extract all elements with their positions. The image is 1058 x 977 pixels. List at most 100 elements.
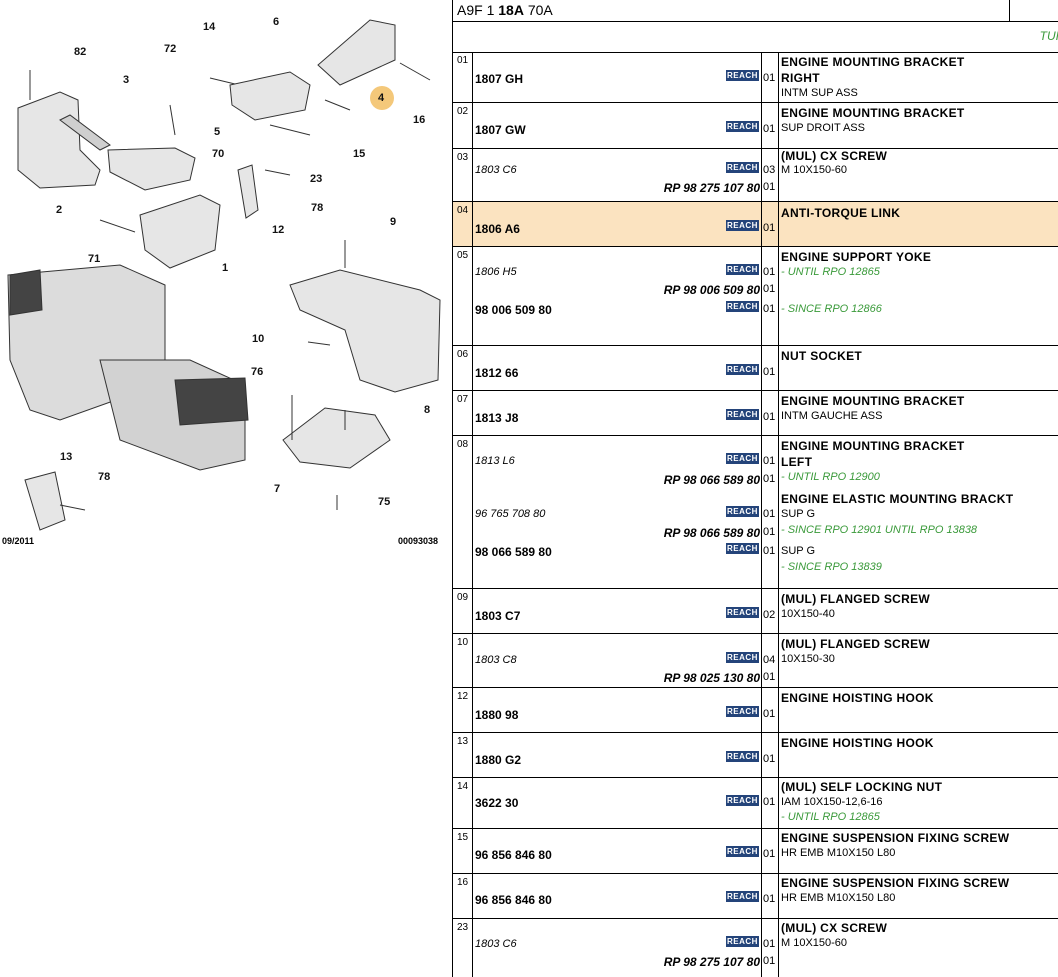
quantity: 04 xyxy=(763,654,776,666)
quantity: 01 xyxy=(763,303,776,315)
callout-78[interactable]: 78 xyxy=(311,202,324,214)
part-description: (MUL) FLANGED SCREW xyxy=(781,637,931,651)
validity-note: - UNTIL RPO 12865 xyxy=(781,811,880,823)
subheader-right-text: TUI xyxy=(1039,29,1058,43)
part-description: (MUL) CX SCREW xyxy=(781,921,888,935)
quantity: 01 xyxy=(763,366,776,378)
part-subdescription: SUP G xyxy=(781,545,816,557)
part-number[interactable]: 3622 30 xyxy=(475,796,519,810)
quantity: 01 xyxy=(763,708,776,720)
quantity: 01 xyxy=(763,283,776,295)
callout-70[interactable]: 70 xyxy=(212,148,225,160)
quantity: 01 xyxy=(763,473,776,485)
table-row[interactable]: 01 1807 GH REACH 01 ENGINE MOUNTING BRAC… xyxy=(452,52,1058,103)
callout-75[interactable]: 75 xyxy=(378,496,391,508)
callout-7[interactable]: 7 xyxy=(274,483,281,495)
callout-1[interactable]: 1 xyxy=(222,262,229,274)
table-row[interactable]: 09 1803 C7 REACH 02 (MUL) FLANGED SCREW … xyxy=(452,589,1058,634)
table-row[interactable]: 14 3622 30 REACH 01 (MUL) SELF LOCKING N… xyxy=(452,778,1058,829)
part-number[interactable]: 1803 C7 xyxy=(475,609,521,623)
reach-badge: REACH xyxy=(726,891,759,902)
callout-71[interactable]: 71 xyxy=(88,253,101,265)
part-description: ENGINE HOISTING HOOK xyxy=(781,691,934,705)
part-subdescription: M 10X150-60 xyxy=(781,164,848,176)
row-index: 13 xyxy=(457,736,469,747)
callout-78b[interactable]: 78 xyxy=(98,471,111,483)
table-row[interactable]: 15 96 856 846 80 REACH 01 ENGINE SUSPENS… xyxy=(452,829,1058,874)
callout-76[interactable]: 76 xyxy=(251,366,264,378)
part-number-alt[interactable]: 1813 L6 xyxy=(475,455,515,467)
part-number[interactable]: 1807 GH xyxy=(475,72,524,86)
replacement-part[interactable]: RP 98 066 589 80 xyxy=(663,526,760,540)
part-number-alt[interactable]: 96 765 708 80 xyxy=(475,508,546,520)
part-number[interactable]: 96 856 846 80 xyxy=(475,893,552,907)
callout-14[interactable]: 14 xyxy=(203,21,216,33)
part-number[interactable]: 1807 GW xyxy=(475,123,526,137)
part-number-alt[interactable]: 1806 H5 xyxy=(475,266,517,278)
part-number[interactable]: 1812 66 xyxy=(475,366,519,380)
reach-badge: REACH xyxy=(726,70,759,81)
callout-9[interactable]: 9 xyxy=(390,216,397,228)
row-index: 12 xyxy=(457,691,469,702)
table-row[interactable]: 23 1803 C6 REACH 01 RP 98 275 107 80 01 … xyxy=(452,919,1058,977)
part-number[interactable]: 96 856 846 80 xyxy=(475,848,552,862)
callout-10[interactable]: 10 xyxy=(252,333,265,345)
part-number[interactable]: 98 066 589 80 xyxy=(475,545,552,559)
callout-82[interactable]: 82 xyxy=(74,46,87,58)
callout-4-highlighted[interactable]: 4 xyxy=(378,92,385,104)
row-index: 14 xyxy=(457,781,469,792)
callout-5[interactable]: 5 xyxy=(214,126,221,138)
callout-23[interactable]: 23 xyxy=(310,173,323,185)
row-index: 23 xyxy=(457,922,469,933)
replacement-part[interactable]: RP 98 066 589 80 xyxy=(663,473,760,487)
part-number-alt[interactable]: 1803 C6 xyxy=(475,938,517,950)
model-code: A9F 1 18A 70A xyxy=(457,2,553,18)
callout-16[interactable]: 16 xyxy=(413,114,426,126)
callout-3[interactable]: 3 xyxy=(123,74,130,86)
replacement-part[interactable]: RP 98 006 509 80 xyxy=(663,283,760,297)
quantity: 01 xyxy=(763,455,776,467)
exploded-view-drawing xyxy=(7,19,441,531)
table-row[interactable]: 03 1803 C6 REACH 03 RP 98 275 107 80 01 … xyxy=(452,149,1058,202)
reach-badge: REACH xyxy=(726,409,759,420)
reach-badge: REACH xyxy=(726,936,759,947)
table-row[interactable]: 16 96 856 846 80 REACH 01 ENGINE SUSPENS… xyxy=(452,874,1058,919)
callout-13[interactable]: 13 xyxy=(60,451,73,463)
part-number-alt[interactable]: 1803 C6 xyxy=(475,164,517,176)
row-index: 16 xyxy=(457,877,469,888)
table-row[interactable]: 13 1880 G2 REACH 01 ENGINE HOISTING HOOK xyxy=(452,733,1058,778)
callout-15[interactable]: 15 xyxy=(353,148,366,160)
quantity: 01 xyxy=(763,893,776,905)
callout-8[interactable]: 8 xyxy=(424,404,431,416)
replacement-part[interactable]: RP 98 275 107 80 xyxy=(663,955,760,969)
callout-72[interactable]: 72 xyxy=(164,43,177,55)
part-number[interactable]: 1806 A6 xyxy=(475,222,520,236)
table-row[interactable]: 05 1806 H5 REACH 01 RP 98 006 509 80 01 … xyxy=(452,247,1058,346)
table-subheader: TUI xyxy=(452,21,1058,53)
table-row[interactable]: 07 1813 J8 REACH 01 ENGINE MOUNTING BRAC… xyxy=(452,391,1058,436)
table-row[interactable]: 08 1813 L6 REACH 01 RP 98 066 589 80 01 … xyxy=(452,436,1058,589)
table-row[interactable]: 02 1807 GW REACH 01 ENGINE MOUNTING BRAC… xyxy=(452,103,1058,149)
replacement-part[interactable]: RP 98 275 107 80 xyxy=(663,181,760,195)
replacement-part[interactable]: RP 98 025 130 80 xyxy=(663,671,760,685)
part-number[interactable]: 98 006 509 80 xyxy=(475,303,552,317)
table-row[interactable]: 12 1880 98 REACH 01 ENGINE HOISTING HOOK xyxy=(452,688,1058,733)
validity-note: - SINCE RPO 13839 xyxy=(781,561,882,573)
callout-2[interactable]: 2 xyxy=(56,204,63,216)
parts-diagram: 82 14 6 72 3 4 16 5 15 70 2 23 78 12 71 … xyxy=(0,0,452,560)
part-number[interactable]: 1880 98 xyxy=(475,708,519,722)
callout-12[interactable]: 12 xyxy=(272,224,285,236)
table-row[interactable]: 10 1803 C8 REACH 04 RP 98 025 130 80 01 … xyxy=(452,634,1058,688)
part-number[interactable]: 1880 G2 xyxy=(475,753,522,767)
part-number[interactable]: 1813 J8 xyxy=(475,411,519,425)
callout-6[interactable]: 6 xyxy=(273,16,280,28)
part-description: ENGINE MOUNTING BRACKET xyxy=(781,439,965,453)
table-row-selected[interactable]: 04 1806 A6 REACH 01 ANTI-TORQUE LINK xyxy=(452,202,1058,247)
reach-badge: REACH xyxy=(726,121,759,132)
table-row[interactable]: 06 1812 66 REACH 01 NUT SOCKET xyxy=(452,346,1058,391)
quantity: 01 xyxy=(763,938,776,950)
part-number-alt[interactable]: 1803 C8 xyxy=(475,654,517,666)
row-index: 02 xyxy=(457,106,469,117)
part-description: ENGINE MOUNTING BRACKET xyxy=(781,394,965,408)
row-index: 06 xyxy=(457,349,469,360)
